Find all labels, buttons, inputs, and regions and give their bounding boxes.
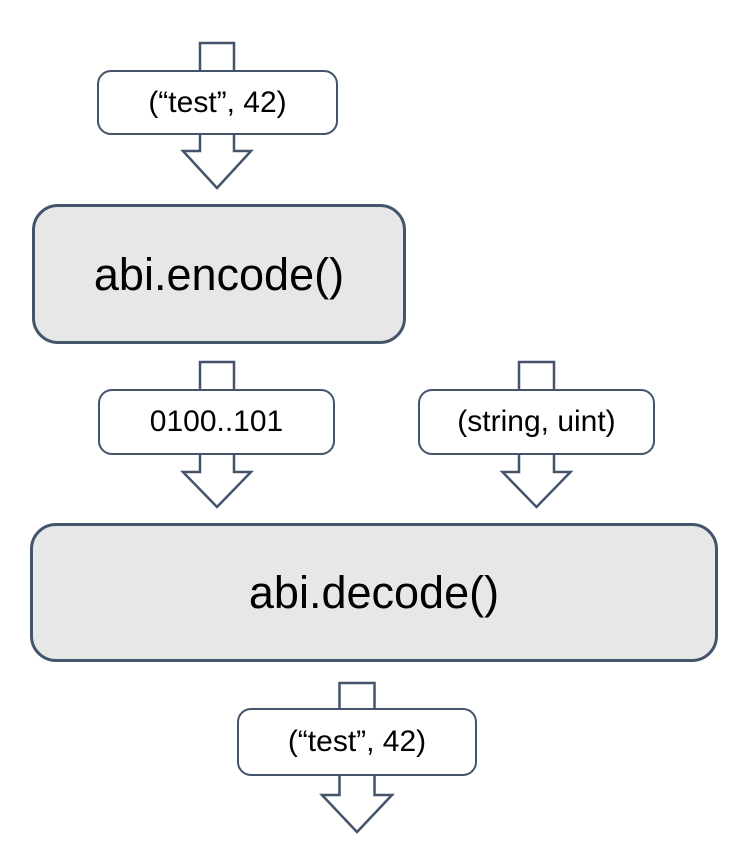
label-input-tuple: (“test”, 42) — [97, 70, 338, 135]
label-encoded-bytes: 0100..101 — [98, 389, 335, 455]
label-output-tuple: (“test”, 42) — [237, 708, 477, 776]
process-abi-decode: abi.decode() — [30, 523, 718, 662]
process-abi-encode: abi.encode() — [32, 204, 406, 344]
label-types-tuple: (string, uint) — [418, 389, 655, 455]
